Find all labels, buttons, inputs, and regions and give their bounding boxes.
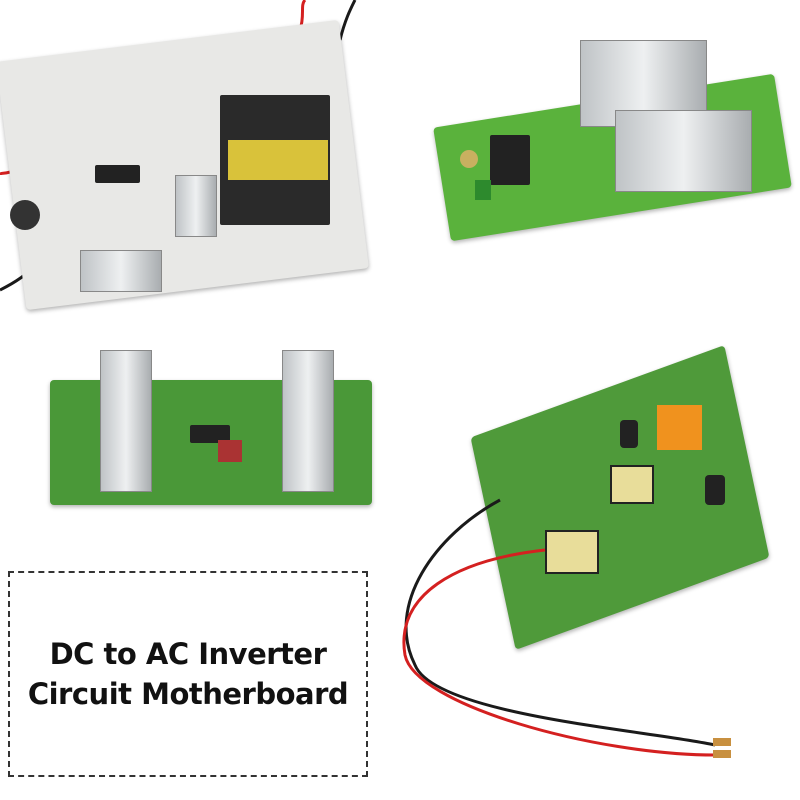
heatsink xyxy=(100,350,152,492)
caption-box: DC to AC Inverter Circuit Motherboard xyxy=(8,571,368,777)
photo-green-dual-heatsink-board xyxy=(50,345,380,515)
capacitor xyxy=(705,475,725,505)
ic-chip xyxy=(190,425,230,443)
product-title: DC to AC Inverter Circuit Motherboard xyxy=(27,634,349,714)
photo-green-heatsink-board xyxy=(430,20,800,260)
relay xyxy=(657,405,702,450)
photo-white-inverter-board xyxy=(0,0,370,320)
heatsink xyxy=(615,110,752,192)
ic-chip xyxy=(490,135,530,185)
capacitor xyxy=(475,180,491,200)
photo-green-wired-board xyxy=(395,345,800,765)
potentiometer xyxy=(460,150,478,168)
transformer-tape xyxy=(228,140,328,180)
heatsink xyxy=(80,250,162,292)
transformer xyxy=(610,465,654,504)
capacitor xyxy=(218,440,242,462)
ic-chip xyxy=(95,165,140,183)
product-title-line-1: DC to AC Inverter xyxy=(49,637,327,671)
capacitor xyxy=(10,200,40,230)
capacitor xyxy=(620,420,638,448)
heatsink xyxy=(175,175,217,237)
wires-icon xyxy=(402,498,731,758)
product-title-line-2: Circuit Motherboard xyxy=(27,677,349,711)
transformer xyxy=(545,530,599,574)
heatsink xyxy=(282,350,334,492)
